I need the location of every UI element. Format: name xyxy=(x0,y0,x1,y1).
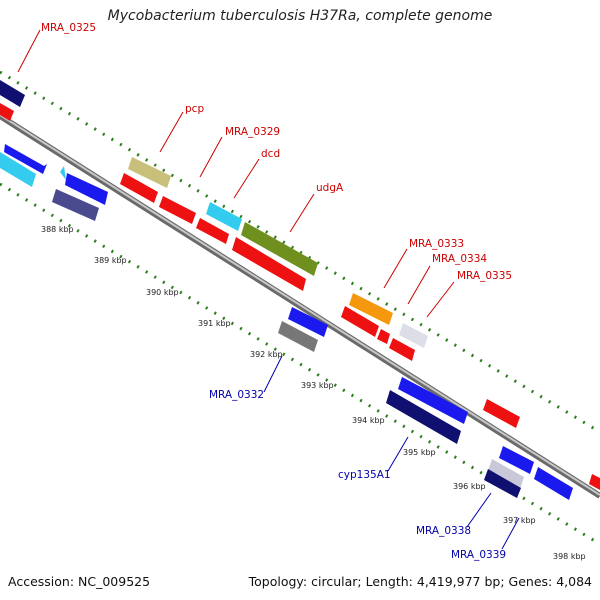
label-mra-0334: MRA_0334 xyxy=(432,253,487,265)
scale-label: 392 kbp xyxy=(250,350,283,359)
scale-label: 395 kbp xyxy=(403,448,436,457)
gene-mra-0325-arrow xyxy=(0,80,25,107)
scale-label: 388 kbp xyxy=(41,225,74,234)
gene-small-cyan xyxy=(60,166,66,180)
label-mra-0338: MRA_0338 xyxy=(416,525,471,537)
gene-red-392 xyxy=(389,338,415,361)
gene-blue-arrow xyxy=(4,144,47,174)
gene-blue-402 xyxy=(398,377,468,424)
gene-red-121 xyxy=(120,173,158,203)
gene-blue-503 xyxy=(499,446,534,474)
gene-blue-292 xyxy=(288,307,328,337)
gene-red-380 xyxy=(377,329,390,344)
gene-cyan-arrow xyxy=(0,152,36,187)
scale-label: 389 kbp xyxy=(94,256,127,265)
scale-label: 394 kbp xyxy=(352,416,385,425)
label-mra-0339: MRA_0339 xyxy=(451,549,506,561)
gene-blue-538 xyxy=(534,467,573,500)
label-mra-0333: MRA_0333 xyxy=(409,238,464,250)
gene-red-arrow xyxy=(0,103,14,121)
gene-red-200 xyxy=(196,218,229,244)
gene-cyp135a1-navy xyxy=(386,390,461,444)
gene-mra-0338 xyxy=(488,459,524,489)
forward-callouts xyxy=(17,29,455,318)
genes xyxy=(0,80,600,500)
scale-label: 396 kbp xyxy=(453,482,486,491)
gene-red-236 xyxy=(232,237,306,291)
label-mra-0329: MRA_0329 xyxy=(225,126,280,138)
gene-pcp xyxy=(128,157,171,188)
label-mra-0332: MRA_0332 xyxy=(209,389,264,401)
gene-blue-arrow-2 xyxy=(65,173,108,205)
scale-label: 390 kbp xyxy=(146,288,179,297)
label-mra-0335: MRA_0335 xyxy=(457,270,512,282)
gene-red-590 xyxy=(589,474,600,490)
label-mra-0325: MRA_0325 xyxy=(41,22,96,34)
accession-label: Accession: NC_009525 xyxy=(8,574,151,589)
label-udga: udgA xyxy=(316,182,344,194)
scale-label: 398 kbp xyxy=(553,552,586,561)
scale-label: 391 kbp xyxy=(198,319,231,328)
gene-udga-green xyxy=(241,222,318,276)
gene-red-345 xyxy=(341,306,379,337)
gene-mra-0334 xyxy=(399,323,428,348)
scale-label: 393 kbp xyxy=(301,381,334,390)
gene-mra-0339-navy xyxy=(484,469,521,498)
genome-backbone xyxy=(0,113,600,499)
scale-label: 397 kbp xyxy=(503,516,536,525)
gene-slate-arrow xyxy=(52,189,99,221)
reverse-gene-labels: MRA_0332 cyp135A1 MRA_0338 MRA_0339 xyxy=(209,389,506,561)
gene-red-160 xyxy=(159,196,196,224)
gene-mra-0332-grey xyxy=(278,321,318,352)
map-title: Mycobacterium tuberculosis H37Ra, comple… xyxy=(107,8,493,24)
gene-red-487 xyxy=(483,399,520,428)
label-pcp: pcp xyxy=(185,103,204,115)
gene-mra-0329-cyan xyxy=(206,202,242,231)
scale-labels: 388 kbp 389 kbp 390 kbp 391 kbp 392 kbp … xyxy=(41,225,586,561)
gene-mra-0333-orange xyxy=(349,293,393,325)
label-dcd: dcd xyxy=(261,148,280,160)
forward-gene-labels: MRA_0325 pcp MRA_0329 dcd udgA MRA_0333 … xyxy=(41,22,512,282)
genome-summary: Topology: circular; Length: 4,419,977 bp… xyxy=(248,574,592,589)
label-cyp135a1: cyp135A1 xyxy=(338,469,391,481)
outer-tick-track xyxy=(0,70,600,434)
reverse-callouts xyxy=(263,355,520,550)
